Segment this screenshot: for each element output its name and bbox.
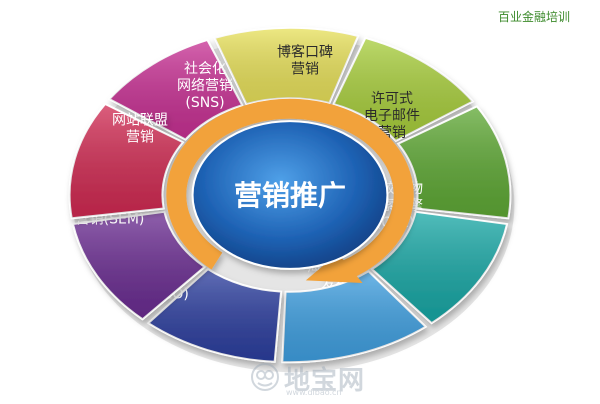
segment-blog-shade bbox=[214, 27, 359, 105]
watermark-logo-icon bbox=[251, 363, 279, 391]
segment-union: 网站联盟营销 bbox=[68, 102, 185, 220]
segment-email: 许可式电子邮件营销 bbox=[332, 36, 475, 143]
segment-blog: 博客口碑营销 bbox=[213, 26, 360, 106]
segment-sns-label: 社会化网络营销(SNS) bbox=[177, 61, 233, 111]
segment-sns: 社会化网络营销(SNS) bbox=[107, 38, 244, 141]
segment-blog-label-line: 博客口碑 bbox=[277, 44, 333, 61]
segment-email-shade bbox=[333, 37, 473, 141]
center-hub bbox=[191, 120, 389, 270]
segment-sns-label-line: 网络营销 bbox=[177, 78, 233, 94]
center-title: 营销推广 bbox=[234, 179, 346, 212]
segment-brand: 品牌推广咨询 bbox=[224, 270, 428, 364]
segment-cse-shade bbox=[398, 106, 511, 219]
segment-brand-shade bbox=[282, 271, 426, 363]
watermark-url: www.dibao.cn bbox=[286, 388, 342, 397]
segment-cse: 比较购物搜索引擎(CSE) bbox=[367, 105, 512, 231]
cycle-arrow-ring bbox=[166, 98, 414, 279]
segment-blog-label: 博客口碑营销 bbox=[277, 44, 333, 78]
segment-media-shade bbox=[372, 211, 508, 324]
segment-union-label: 网站联盟营销 bbox=[112, 113, 168, 146]
cycle-arrow-head-icon bbox=[305, 253, 363, 284]
segment-union-shade bbox=[69, 103, 183, 219]
segment-sem-shade bbox=[72, 211, 205, 320]
segment-email-label-line: 许可式 bbox=[371, 91, 413, 107]
segment-seo-shade bbox=[148, 269, 282, 362]
segment-sns-label-line: 社会化 bbox=[184, 61, 226, 77]
segment-email-label-line: 电子邮件 bbox=[364, 108, 420, 124]
segment-union-label-line: 网站联盟 bbox=[112, 113, 168, 129]
watermark-brand: 地宝网 bbox=[284, 366, 366, 396]
segment-blog-label-line: 营销 bbox=[291, 62, 319, 78]
segment-sns-shade bbox=[109, 39, 243, 140]
corner-watermark: 百业金融培训 bbox=[497, 10, 570, 24]
segment-sns-label-line: (SNS) bbox=[185, 95, 224, 111]
segment-sem: 搜索付费营销(SEM) bbox=[71, 194, 207, 321]
segment-union-label-line: 营销 bbox=[126, 130, 154, 146]
bottom-watermark: 地宝网 www.dibao.cn bbox=[250, 360, 400, 398]
